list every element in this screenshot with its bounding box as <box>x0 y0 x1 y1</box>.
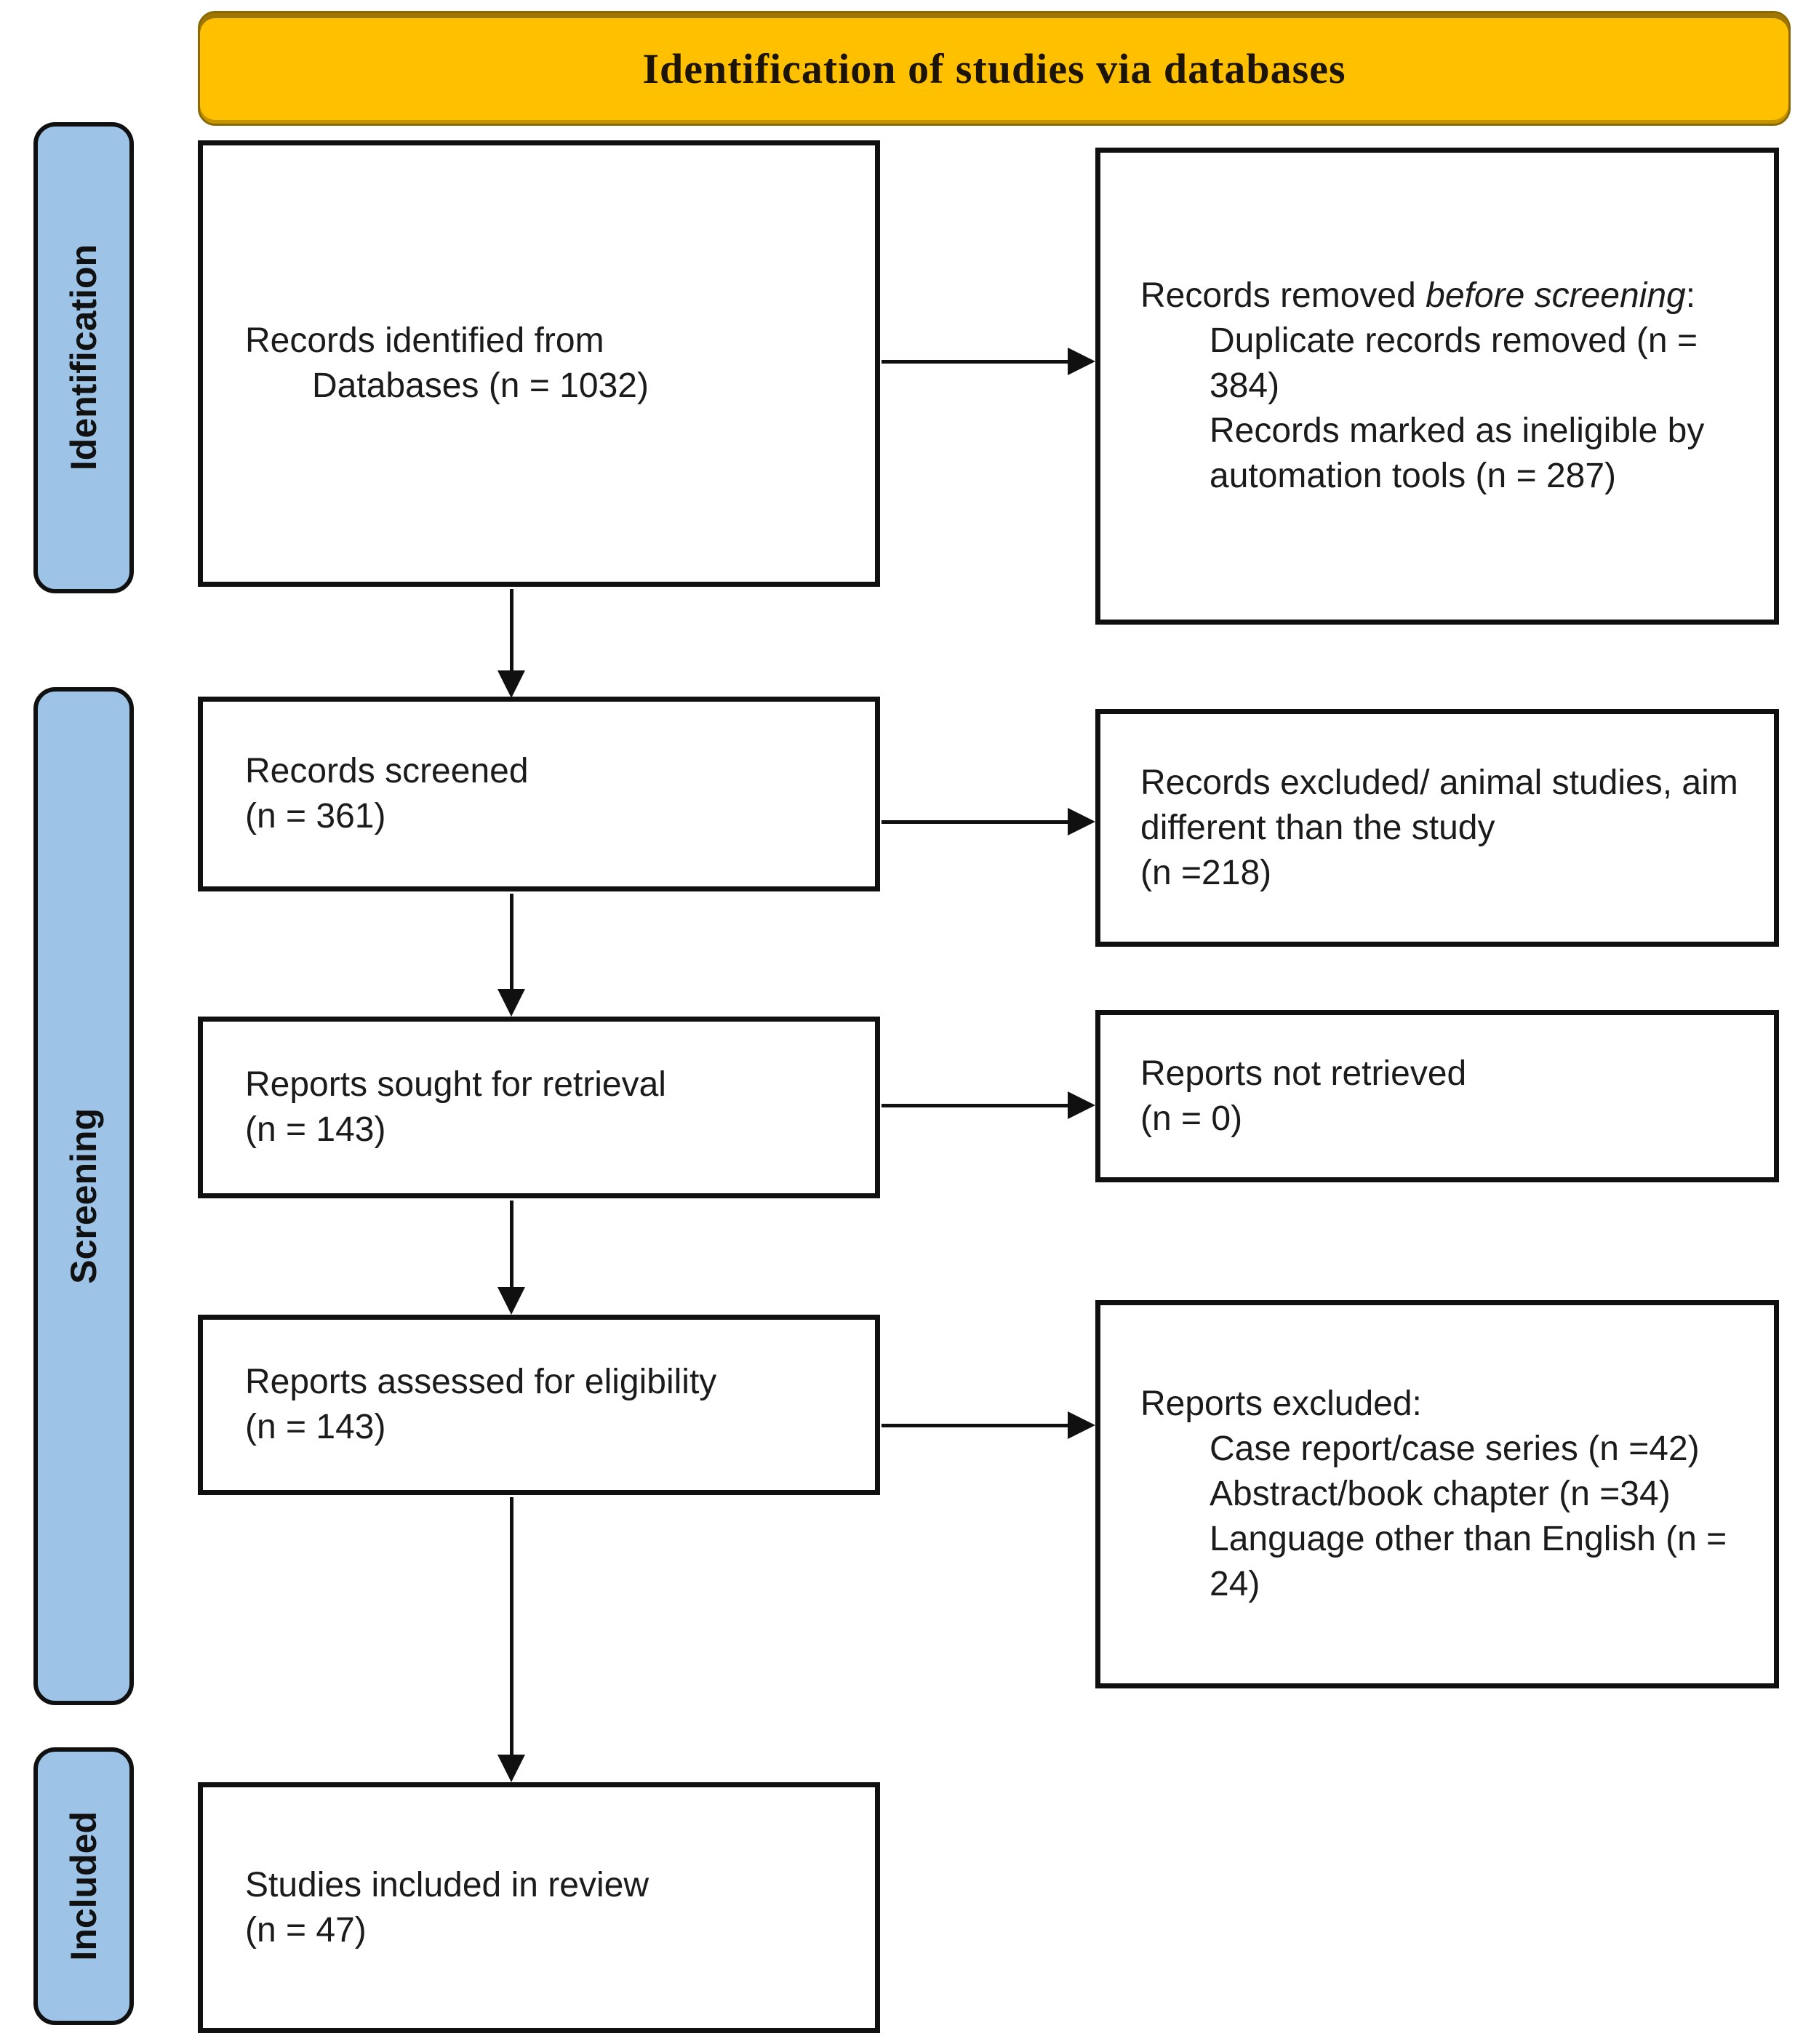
arrow-assessed-to-included <box>497 1497 525 1782</box>
box-reports-sought-line1: Reports sought for retrieval <box>245 1065 666 1104</box>
records-removed-item-automation: Records marked as ineligible by automati… <box>1210 412 1705 495</box>
box-records-removed-intro: Records removed before screening: <box>1140 273 1748 318</box>
box-studies-included-line1: Studies included in review <box>245 1865 649 1904</box>
box-records-excluded: Records excluded/ animal studies, aim di… <box>1095 709 1779 947</box>
records-removed-intro-suffix: : <box>1685 276 1696 315</box>
stage-label-identification: Identification <box>33 122 134 593</box>
stage-label-screening-text: Screening <box>63 1108 104 1284</box>
arrow-identified-to-removed <box>881 348 1095 375</box>
box-records-identified-line2: Databases (n = 1032) <box>312 366 649 405</box>
box-records-screened-line1: Records screened <box>245 752 529 790</box>
stage-label-screening: Screening <box>33 687 134 1705</box>
arrow-assessed-to-reports-excluded <box>881 1411 1095 1439</box>
stage-label-included: Included <box>33 1747 134 2025</box>
records-removed-intro-italic: before screening <box>1426 276 1686 315</box>
box-studies-included: Studies included in review (n = 47) <box>198 1782 880 2033</box>
banner-identification-via-databases: Identification of studies via databases <box>198 11 1791 126</box>
box-reports-sought-line2: (n = 143) <box>245 1110 386 1149</box>
arrow-sought-to-not-retrieved <box>881 1091 1095 1119</box>
records-removed-intro-prefix: Records removed <box>1140 276 1426 315</box>
box-records-screened-line2: (n = 361) <box>245 797 386 835</box>
box-records-excluded-line1: Records excluded/ animal studies, aim di… <box>1140 763 1738 847</box>
box-reports-sought: Reports sought for retrieval (n = 143) <box>198 1017 880 1198</box>
reports-excluded-item-case-report: Case report/case series (n =42) <box>1210 1430 1700 1468</box>
box-reports-not-retrieved-line1: Reports not retrieved <box>1140 1054 1467 1093</box>
box-records-identified-line1: Records identified from <box>245 321 604 360</box>
box-reports-assessed-line2: (n = 143) <box>245 1408 386 1446</box>
arrow-identified-to-screened <box>497 589 525 698</box>
arrow-sought-to-assessed <box>497 1201 525 1315</box>
box-records-removed-before-screening: Records removed before screening: Duplic… <box>1095 148 1779 625</box>
stage-label-identification-text: Identification <box>63 244 104 471</box>
box-records-excluded-line2: (n =218) <box>1140 853 1272 892</box>
stage-label-included-text: Included <box>63 1811 104 1961</box>
reports-excluded-item-language: Language other than English (n = 24) <box>1210 1520 1727 1603</box>
box-reports-excluded-intro: Reports excluded: <box>1140 1384 1422 1423</box>
box-reports-assessed-line1: Reports assessed for eligibility <box>245 1363 717 1401</box>
reports-excluded-item-abstract: Abstract/book chapter (n =34) <box>1210 1475 1671 1513</box>
box-records-screened: Records screened (n = 361) <box>198 697 880 891</box>
banner-title: Identification of studies via databases <box>642 44 1346 92</box>
box-reports-not-retrieved: Reports not retrieved (n = 0) <box>1095 1010 1779 1182</box>
records-removed-item-duplicates: Duplicate records removed (n = 384) <box>1210 321 1698 405</box>
arrow-screened-to-sought <box>497 894 525 1017</box>
box-studies-included-line2: (n = 47) <box>245 1910 367 1949</box>
arrow-screened-to-excluded <box>881 808 1095 835</box>
box-reports-assessed: Reports assessed for eligibility (n = 14… <box>198 1315 880 1495</box>
box-reports-not-retrieved-line2: (n = 0) <box>1140 1099 1243 1138</box>
box-records-identified: Records identified from Databases (n = 1… <box>198 140 880 587</box>
box-reports-excluded: Reports excluded: Case report/case serie… <box>1095 1300 1779 1688</box>
